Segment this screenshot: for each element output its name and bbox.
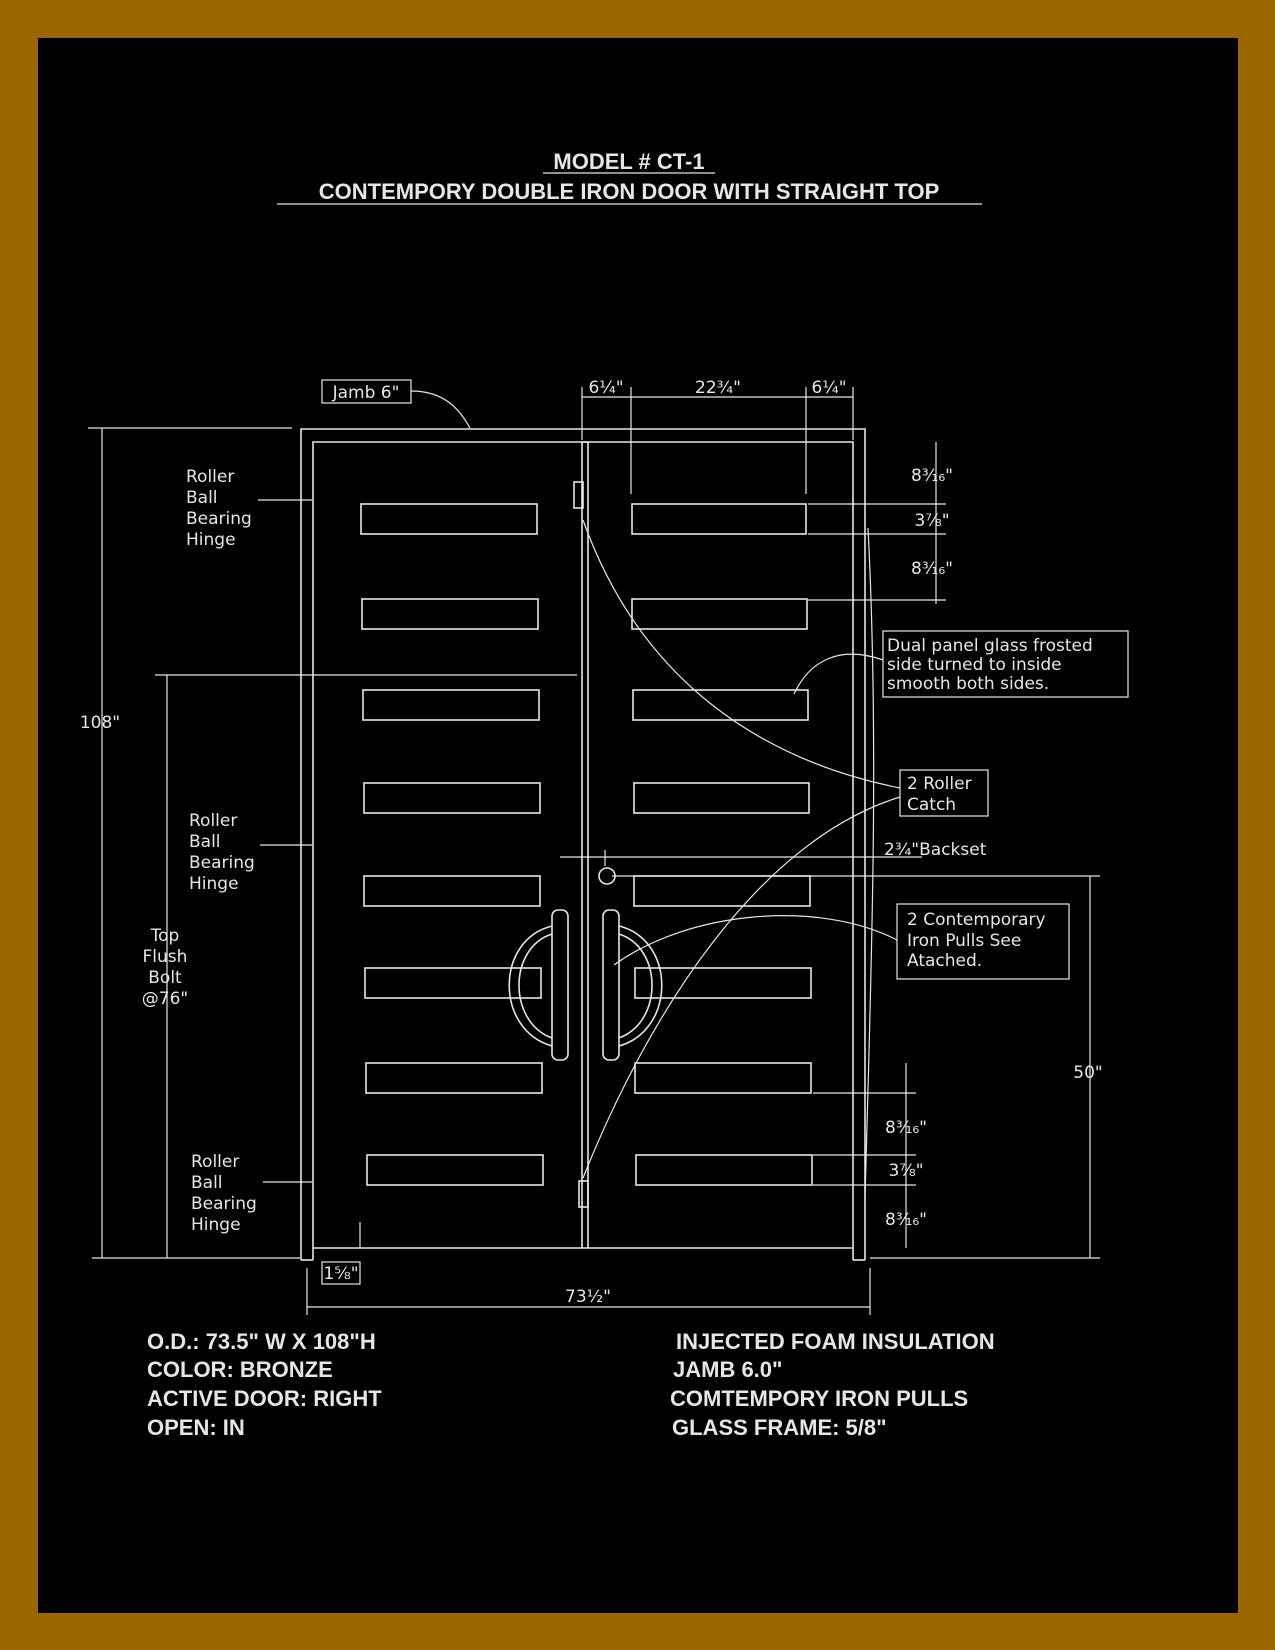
spec-glass-frame: GLASS FRAME: 5/8" — [672, 1415, 887, 1440]
spec-open: OPEN: IN — [147, 1415, 245, 1440]
svg-text:Hinge: Hinge — [191, 1215, 241, 1235]
pulls-note-2: Iron Pulls See — [907, 931, 1021, 951]
svg-text:Roller: Roller — [189, 811, 237, 831]
roller-catch-label-1: 2 Roller — [907, 774, 972, 794]
handle-height-label: 50" — [1073, 1063, 1102, 1083]
top-dim-mid: 22¾" — [695, 378, 741, 398]
svg-text:Bearing: Bearing — [191, 1194, 257, 1214]
drawing-sheet — [38, 38, 1238, 1613]
glass-note-box — [882, 630, 1129, 698]
flush-bolt-label-1: Top — [150, 926, 180, 946]
glass-panel — [634, 967, 812, 999]
right-top-dim-1: 8³⁄₁₆" — [911, 466, 953, 486]
glass-panel — [631, 503, 807, 535]
left-iron-pull — [508, 909, 569, 1061]
spec-active-door: ACTIVE DOOR: RIGHT — [147, 1386, 382, 1411]
spec-od: O.D.: 73.5" W X 108"H — [147, 1329, 376, 1354]
glass-panel — [362, 689, 540, 721]
svg-text:Bearing: Bearing — [186, 509, 252, 529]
svg-text:Ball: Ball — [186, 488, 218, 508]
svg-text:Hinge: Hinge — [186, 530, 236, 550]
swing-arc-bottom — [582, 796, 901, 1179]
svg-text:Bearing: Bearing — [189, 853, 255, 873]
glass-panel — [366, 1154, 544, 1186]
backset-label: 2¾"Backset — [884, 840, 987, 860]
door-outline — [312, 441, 854, 1260]
right-bot-dim-3: 8³⁄₁₆" — [885, 1210, 927, 1230]
spec-jamb: JAMB 6.0" — [673, 1357, 782, 1382]
top-dim-right: 6¼" — [811, 378, 846, 398]
spec-pulls: COMTEMPORY IRON PULLS — [670, 1386, 968, 1411]
glass-panel — [633, 875, 811, 907]
flush-bolt-label-4: @76" — [142, 989, 188, 1009]
pulls-note-3: Atached. — [907, 951, 982, 971]
spec-insulation: INJECTED FOAM INSULATION — [676, 1329, 995, 1354]
jamb-leader — [410, 390, 471, 429]
glass-note-leader — [793, 653, 884, 695]
glass-note-3: smooth both sides. — [887, 674, 1049, 694]
sill-dim-box — [321, 1261, 361, 1285]
hinge-label-bottom: Roller Ball Bearing Hinge — [191, 1152, 312, 1235]
glass-note-2: side turned to inside — [887, 655, 1062, 675]
glass-note-1: Dual panel glass frosted — [887, 636, 1093, 656]
jamb-label: Jamb 6" — [332, 383, 400, 403]
roller-catch-box — [899, 769, 989, 817]
spec-color: COLOR: BRONZE — [147, 1357, 333, 1382]
glass-panel — [631, 598, 808, 630]
glass-panel — [633, 782, 810, 814]
right-top-dim-2: 3⅞" — [914, 511, 949, 531]
left-glass-panels — [360, 503, 544, 1186]
glass-panel — [363, 875, 541, 907]
glass-panel — [635, 1154, 813, 1186]
pulls-note-1: 2 Contemporary — [907, 910, 1046, 930]
glass-panel — [365, 1062, 543, 1094]
width-dim-label: 73½" — [565, 1287, 611, 1307]
glass-panel — [361, 598, 539, 630]
glass-panel — [363, 782, 541, 814]
pulls-note-leader — [613, 915, 898, 966]
glass-panel — [634, 1062, 812, 1094]
glass-panel — [360, 503, 538, 535]
sill-dim-label: 1⅝" — [323, 1264, 358, 1284]
height-dim-label: 108" — [80, 713, 120, 733]
roller-catch-bottom — [578, 1180, 589, 1208]
svg-text:Roller: Roller — [191, 1152, 239, 1172]
top-dim-left: 6¼" — [588, 378, 623, 398]
glass-panel — [632, 689, 809, 721]
right-top-dim-3: 8³⁄₁₆" — [911, 559, 953, 579]
flush-bolt-label-3: Bolt — [148, 968, 182, 988]
title-model: MODEL # CT-1 — [553, 149, 704, 174]
swing-arc-right — [864, 527, 875, 1201]
svg-text:Hinge: Hinge — [189, 874, 239, 894]
roller-catch-top — [573, 481, 584, 509]
title-description: CONTEMPORY DOUBLE IRON DOOR WITH STRAIGH… — [319, 179, 940, 204]
right-glass-panels — [631, 503, 813, 1186]
flush-bolt-label-2: Flush — [143, 947, 188, 967]
jamb-outline — [300, 428, 866, 1260]
hinge-label-mid: Roller Ball Bearing Hinge — [189, 811, 312, 894]
right-bot-dim-1: 8³⁄₁₆" — [885, 1118, 927, 1138]
roller-catch-label-2: Catch — [907, 795, 956, 815]
pulls-note-box — [896, 903, 1070, 980]
svg-text:Roller: Roller — [186, 467, 234, 487]
right-bot-dim-2: 3⅞" — [888, 1161, 923, 1181]
svg-text:Ball: Ball — [189, 832, 221, 852]
swing-arc-top — [582, 519, 901, 789]
svg-text:Ball: Ball — [191, 1173, 223, 1193]
hinge-label-top: Roller Ball Bearing Hinge — [186, 467, 312, 550]
right-iron-pull — [602, 909, 663, 1061]
glass-panel — [364, 967, 542, 999]
